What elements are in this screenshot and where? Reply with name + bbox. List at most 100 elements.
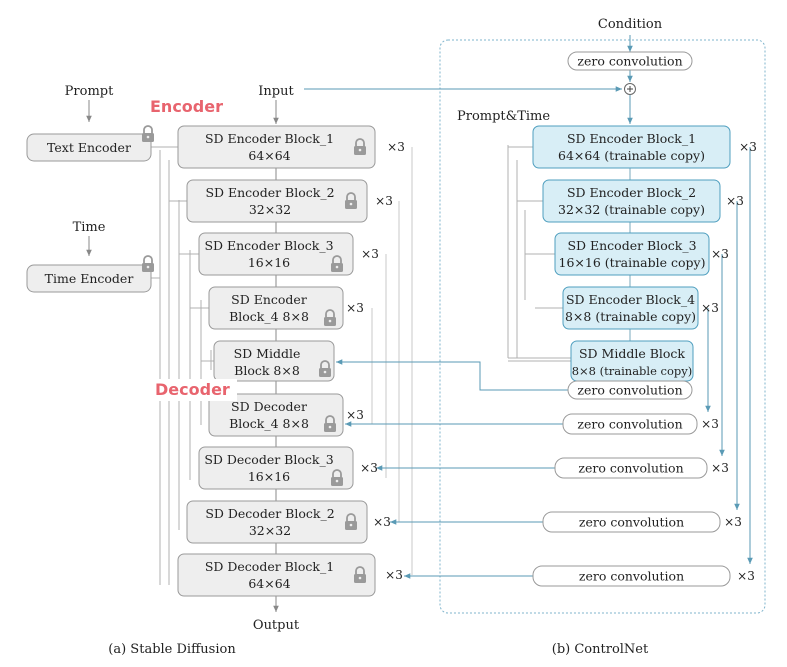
lock-icon [141, 255, 155, 273]
sd-block-title: SD Decoder Block_1 [205, 559, 334, 574]
sd-block-title: SD Decoder [231, 399, 307, 414]
controlnet-block: SD Middle Block 8×8 (trainable copy) [570, 340, 694, 382]
controlnet-blocks: SD Encoder Block_1 64×64 (trainable copy)… [532, 125, 731, 382]
controlnet-block-box [542, 179, 721, 223]
zero-convolution-block: zero convolution [554, 457, 708, 479]
sd-block-box [198, 232, 354, 276]
caption-stable-diffusion: (a) Stable Diffusion [108, 642, 236, 657]
zero-convolution-label: zero convolution [577, 383, 682, 398]
sd-block-title: SD Encoder Block_1 [205, 131, 334, 146]
multiplier-label: ×3 [385, 568, 403, 582]
zero-convolution-block: zero convolution [542, 511, 721, 533]
sd-block-subtitle: 32×32 [249, 202, 291, 217]
multiplier-label: ×3 [701, 301, 719, 315]
zero-convolution-box [567, 51, 693, 71]
zero-convolution-box [554, 457, 708, 479]
sd-block: SD Encoder Block_3 16×16 [198, 232, 354, 276]
controlnet-block-title: SD Encoder Block_2 [567, 185, 696, 200]
sd-block: SD Decoder Block_2 32×32 [186, 500, 368, 544]
text-encoder-label: Text Encoder [47, 140, 131, 155]
multiplier-label: ×3 [346, 408, 364, 422]
zero-convolution-block: zero convolution [567, 51, 693, 71]
controlnet-block-subtitle: 8×8 (trainable copy) [565, 309, 696, 324]
multiplier-labels: ×3×3×3×3×3×3×3×3×3×3×3×3×3×3×3×3 [346, 140, 757, 583]
sd-block-title: SD Encoder [231, 292, 307, 307]
time-encoder-block: Time Encoder [26, 255, 155, 293]
time-encoder-label: Time Encoder [45, 271, 134, 286]
sd-block-title: SD Decoder Block_3 [204, 452, 333, 467]
controlnet-block-box [562, 286, 699, 330]
zero-convolution-box [567, 380, 693, 400]
controlnet-block-title: SD Middle Block [579, 346, 685, 361]
text-encoder-block: Text Encoder [26, 125, 155, 162]
zero-convolution-box [532, 565, 731, 587]
decoder-tag: Decoder [155, 380, 230, 399]
sd-block-title: SD Decoder Block_2 [205, 506, 334, 521]
sd-block-subtitle: Block 8×8 [234, 363, 300, 378]
multiplier-label: ×3 [361, 247, 379, 261]
controlnet-block-subtitle: 32×32 (trainable copy) [558, 202, 705, 217]
zero-convolution-box [542, 511, 721, 533]
controlnet-block-subtitle: 8×8 (trainable copy) [572, 364, 693, 378]
multiplier-label: ×3 [360, 461, 378, 475]
zero-convolution-label: zero convolution [578, 461, 683, 476]
sd-block-box [208, 286, 344, 330]
multiplier-label: ×3 [711, 247, 729, 261]
controlnet-block: SD Encoder Block_316×16 (trainable copy) [554, 232, 710, 276]
caption-controlnet: (b) ControlNet [552, 642, 649, 657]
connector-line [336, 359, 568, 391]
multiplier-label: ×3 [373, 515, 391, 529]
sd-block-title: SD Encoder Block_3 [204, 238, 333, 253]
controlnet-block: SD Encoder Block_2 32×32 (trainable copy) [542, 179, 721, 223]
multiplier-label: ×3 [724, 515, 742, 529]
input-label: Input [258, 84, 294, 99]
sd-block-box [177, 125, 376, 169]
zero-convolution-blocks: zero convolution zero convolution zero con… [532, 51, 731, 587]
multiplier-label: ×3 [346, 301, 364, 315]
sd-block-subtitle: 64×64 [248, 148, 290, 163]
encoder-tag: Encoder [150, 97, 223, 116]
zero-convolution-label: zero convolution [579, 515, 684, 530]
zero-convolution-label: zero convolution [577, 54, 682, 69]
controlnet-block-subtitle: 64×64 (trainable copy) [558, 148, 705, 163]
sd-block-box [177, 553, 376, 597]
sd-block: SD Encoder Block_1 64×64 [177, 125, 376, 169]
zero-convolution-block: zero convolution [532, 565, 731, 587]
lock-icon [141, 125, 155, 143]
zero-convolution-label: zero convolution [579, 569, 684, 584]
connector-lines [86, 35, 753, 612]
sd-block-title: SD Encoder Block_2 [205, 185, 334, 200]
controlnet-block-box [554, 232, 710, 276]
controlnet-block-title: SD Encoder Block_3 [567, 238, 696, 253]
output-label: Output [253, 618, 300, 633]
sd-block: SD Encoder Block_2 32×32 [186, 179, 368, 223]
sd-block-box [186, 500, 368, 544]
condition-label: Condition [598, 17, 663, 32]
zero-convolution-box [562, 413, 698, 435]
zero-convolution-label: zero convolution [577, 417, 682, 432]
multiplier-label: ×3 [726, 194, 744, 208]
sd-block-box [208, 393, 344, 437]
sd-block-subtitle: 32×32 [249, 523, 291, 538]
multiplier-label: ×3 [387, 140, 405, 154]
sd-block-box [186, 179, 368, 223]
sd-block: SD Decoder Block_1 64×64 [177, 553, 376, 597]
sd-block-subtitle: 64×64 [248, 576, 290, 591]
multiplier-label: ×3 [711, 461, 729, 475]
sd-block: SD Decoder Block_316×16 [198, 446, 354, 490]
controlnet-block-title: SD Encoder Block_4 [566, 292, 695, 307]
controlnet-region [439, 39, 766, 614]
controlnet-block: SD Encoder Block_4 8×8 (trainable copy) [562, 286, 699, 330]
zero-convolution-block: zero convolution [567, 380, 693, 400]
sd-block-box [198, 446, 354, 490]
sd-block-subtitle: 16×16 [248, 255, 290, 270]
multiplier-label: ×3 [739, 140, 757, 154]
controlnet-block-title: SD Encoder Block_1 [567, 131, 696, 146]
prompt-label: Prompt [65, 84, 114, 99]
